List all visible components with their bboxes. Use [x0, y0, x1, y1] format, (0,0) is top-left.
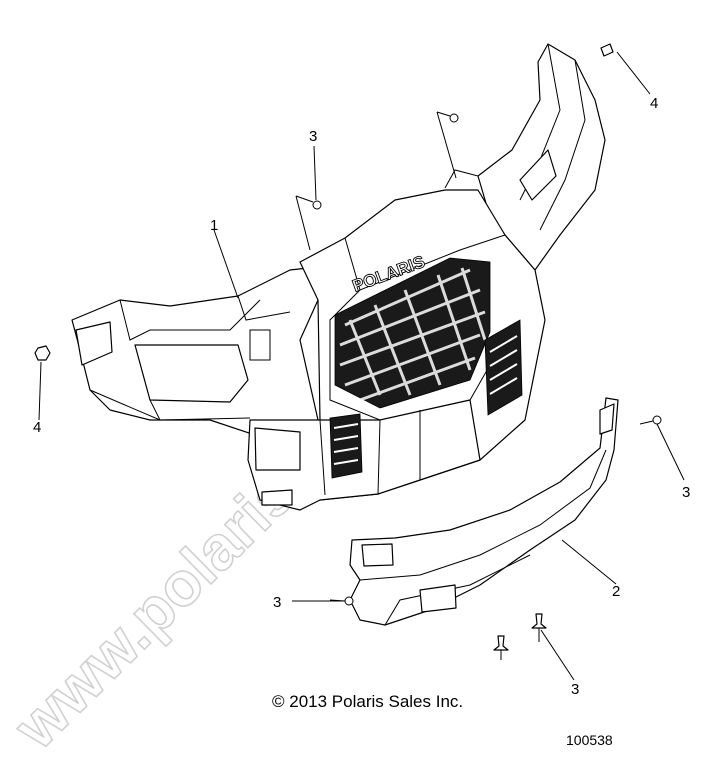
copyright-text: © 2013 Polaris Sales Inc. [272, 692, 463, 711]
fasteners [34, 43, 662, 660]
front-bumper-assembly: POLARIS [71, 43, 606, 511]
screw-icon [449, 113, 459, 123]
clip-icon [600, 43, 614, 57]
callout-3: 3 [273, 594, 281, 611]
push-pin-icon [493, 635, 509, 651]
grille-mesh [334, 257, 491, 409]
callout-3: 3 [682, 484, 690, 501]
callout-2: 2 [612, 583, 620, 600]
callout-4: 4 [650, 95, 658, 112]
screw-icon [312, 200, 322, 210]
callout-4: 4 [33, 419, 41, 436]
callout-1: 1 [210, 217, 218, 234]
figure-number: 100538 [566, 732, 613, 748]
nut-icon [34, 345, 51, 361]
push-pin-icon [531, 613, 547, 629]
lower-skid-plate [349, 397, 619, 626]
screw-icon [344, 596, 354, 606]
screw-icon [652, 415, 662, 425]
callout-3: 3 [309, 128, 317, 145]
callout-3: 3 [571, 681, 579, 698]
leader-lines [38, 51, 685, 681]
